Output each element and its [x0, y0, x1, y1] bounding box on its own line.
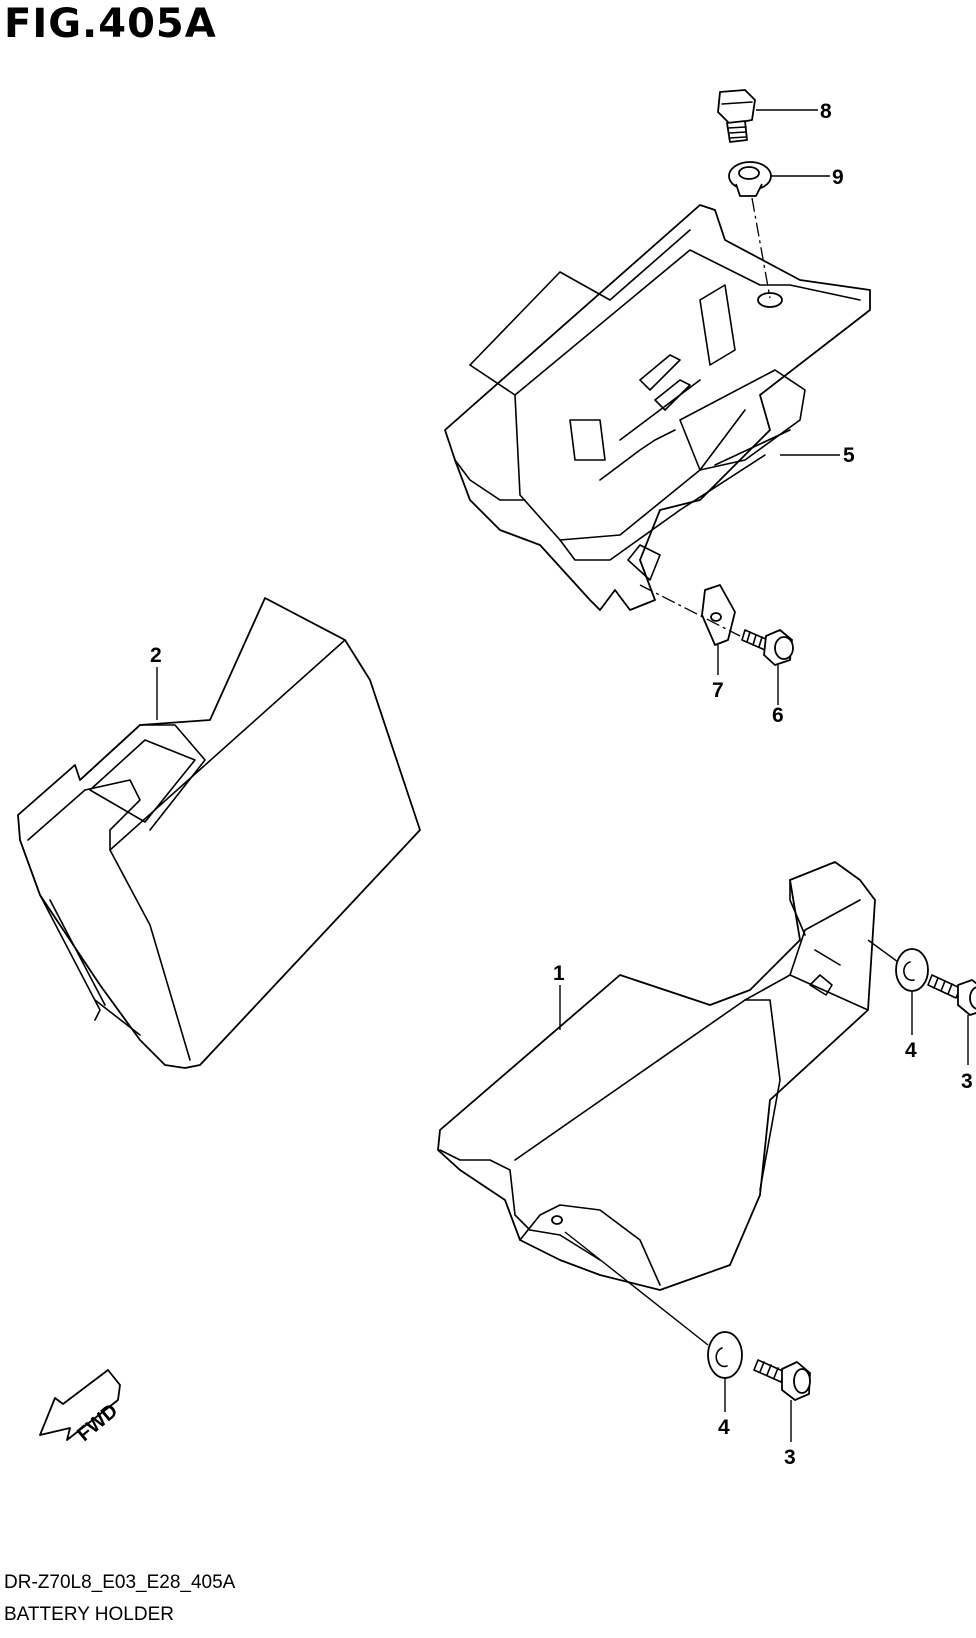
holder-1	[437, 861, 876, 1291]
bolt-8	[717, 89, 756, 143]
figure-name: BATTERY HOLDER	[4, 1604, 174, 1625]
assembly-line-upper	[867, 939, 899, 963]
callout-3-lower: 3	[784, 1446, 796, 1469]
clip-nut-7	[701, 584, 736, 646]
assembly-line-9	[751, 197, 771, 299]
callout-9: 9	[832, 166, 844, 189]
callout-3-upper: 3	[961, 1070, 973, 1093]
washer-4-lower	[707, 1331, 743, 1379]
model-code: DR-Z70L8_E03_E28_405A	[4, 1572, 236, 1593]
callout-5: 5	[843, 444, 855, 467]
callout-2: 2	[150, 644, 162, 667]
callout-4-upper: 4	[905, 1039, 917, 1062]
bolt-3-upper	[927, 974, 976, 1016]
assembly-line-6	[639, 584, 741, 637]
cover-2	[17, 597, 421, 1069]
battery-tray	[444, 204, 871, 611]
callout-7: 7	[712, 679, 724, 702]
bolt-6	[741, 629, 794, 666]
washer-4-upper	[895, 948, 929, 992]
grommet-9	[728, 161, 772, 197]
callout-4-lower: 4	[718, 1416, 730, 1439]
bolt-3-lower	[753, 1359, 811, 1401]
figure-title: FIG.405A	[4, 1, 217, 47]
callout-6: 6	[772, 704, 784, 727]
assembly-line-lower	[564, 1231, 709, 1346]
leader-lines	[156, 109, 969, 1442]
callout-8: 8	[820, 100, 832, 123]
callout-1: 1	[553, 962, 565, 985]
fwd-arrow: FWD	[39, 1369, 122, 1446]
